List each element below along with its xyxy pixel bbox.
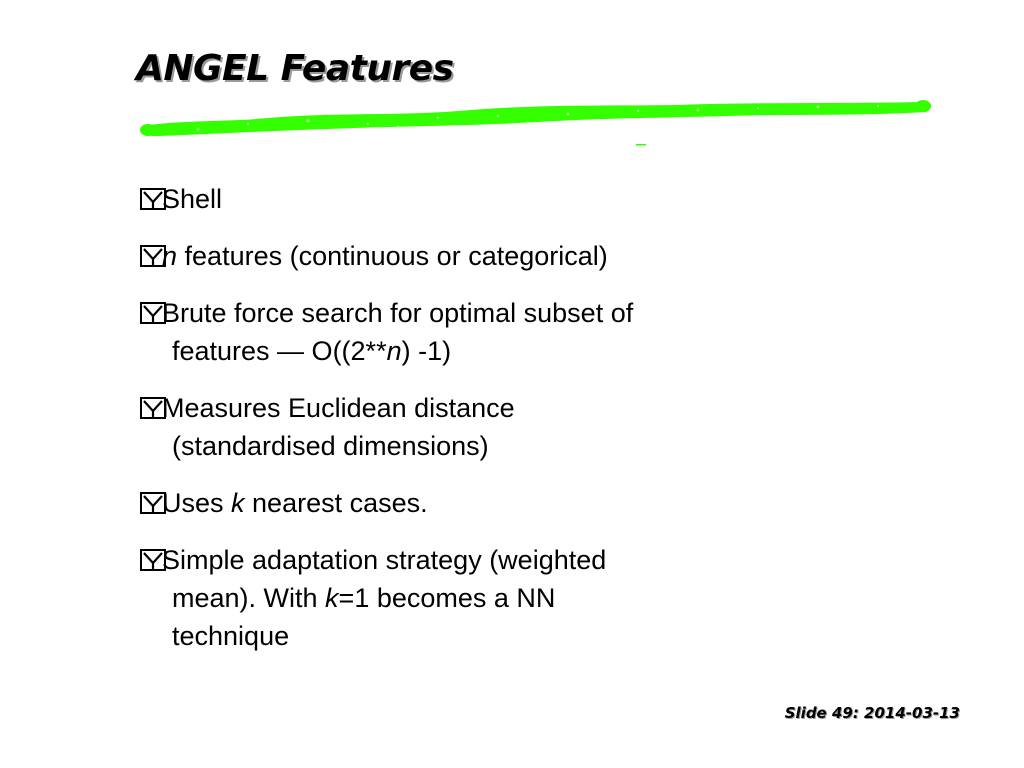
bullet-text-part: nearest cases.: [244, 488, 428, 518]
checkbox-icon: [140, 245, 166, 267]
bullet-text-italic: k: [231, 488, 245, 518]
slide-footer: Slide 49: 2014-03-13: [784, 704, 960, 722]
slide-title: ANGEL Features: [136, 48, 454, 89]
bullet-text: Brute force search for optimal subset of…: [162, 298, 633, 366]
bullet-text-italic: n: [386, 336, 402, 366]
bullet-text: Shell: [162, 184, 222, 214]
checkbox-icon: [140, 188, 166, 210]
bullet-item: Measures Euclidean distance (standardise…: [140, 389, 660, 465]
green-brush-stroke-underline: [140, 100, 931, 146]
bullet-text-part: =1 becomes a NN technique: [172, 583, 556, 651]
checkbox-icon: [140, 549, 166, 571]
bullet-item: Shell: [140, 180, 660, 218]
bullet-text-part: features (continuous or categorical): [177, 241, 608, 271]
bullet-text-part: Uses: [162, 488, 232, 518]
bullet-text: Measures Euclidean distance (standardise…: [162, 393, 515, 461]
bullet-text: Uses k nearest cases.: [162, 488, 428, 518]
bullet-text-part: Shell: [162, 184, 223, 214]
bullet-item: Brute force search for optimal subset of…: [140, 294, 660, 370]
bullet-text: Simple adaptation strategy (weighted mea…: [162, 545, 606, 651]
bullet-text: n features (continuous or categorical): [162, 241, 608, 271]
bullet-item: Simple adaptation strategy (weighted mea…: [140, 541, 660, 655]
bullet-item: n features (continuous or categorical): [140, 237, 660, 275]
bullet-text-part: Simple adaptation strategy (weighted mea…: [162, 545, 607, 613]
checkbox-icon: [140, 302, 166, 324]
bullet-text-part: Brute force search for optimal subset of…: [162, 298, 634, 366]
checkbox-icon: [140, 397, 166, 419]
bullet-list: Shell n features (continuous or categoric…: [140, 180, 660, 674]
bullet-item: Uses k nearest cases.: [140, 484, 660, 522]
bullet-text-italic: k: [325, 583, 339, 613]
bullet-text-part: Measures Euclidean distance (standardise…: [162, 393, 515, 461]
bullet-text-part: ) -1): [401, 336, 452, 366]
checkbox-icon: [140, 492, 166, 514]
